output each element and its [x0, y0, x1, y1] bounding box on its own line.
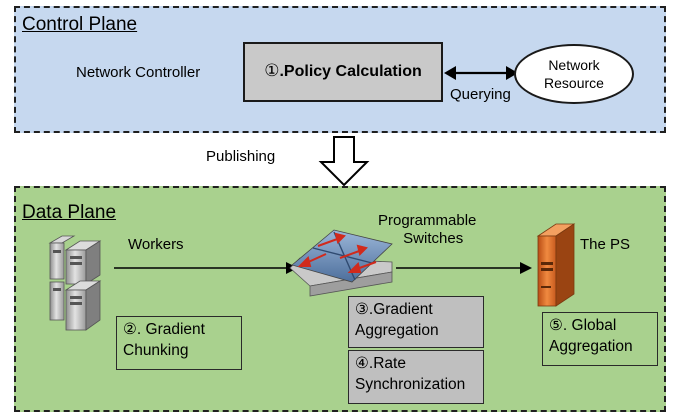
gradient-chunking-box: ②. Gradient Chunking: [116, 316, 242, 370]
network-controller-label: Network Controller: [76, 64, 201, 81]
switches-label: Programmable Switches: [378, 212, 476, 248]
rate-synchronization-line2: Synchronization: [355, 375, 466, 393]
data-plane-title: Data Plane: [22, 202, 117, 223]
rate-synchronization-box: ④.Rate Synchronization: [348, 350, 484, 404]
control-plane-title: Control Plane: [22, 14, 138, 35]
ps-label: The PS: [580, 236, 631, 253]
workers-label: Workers: [128, 236, 184, 253]
gradient-chunking-line2: Chunking: [123, 341, 189, 359]
network-resource-line1: Network: [548, 57, 600, 73]
network-resource-ellipse: Network Resource: [514, 44, 634, 104]
network-resource-line2: Resource: [544, 75, 604, 92]
policy-calculation-box: ①.Policy Calculation: [243, 42, 443, 102]
global-aggregation-line1: ⑤. Global: [549, 317, 617, 334]
global-aggregation-line2: Aggregation: [549, 337, 633, 355]
publishing-label: Publishing: [206, 148, 276, 165]
policy-step-number: ①: [264, 61, 280, 80]
rate-synchronization-line1: ④.Rate: [355, 355, 406, 372]
gradient-aggregation-line2: Aggregation: [355, 321, 439, 339]
switches-label-line1: Programmable: [378, 212, 477, 229]
gradient-aggregation-box: ③.Gradient Aggregation: [348, 296, 484, 348]
policy-calculation-label: .Policy Calculation: [279, 63, 422, 80]
global-aggregation-box: ⑤. Global Aggregation: [542, 312, 658, 366]
gradient-chunking-line1: ②. Gradient: [123, 321, 205, 338]
switches-label-line2: Switches: [403, 230, 464, 247]
gradient-aggregation-line1: ③.Gradient: [355, 301, 433, 318]
querying-label: Querying: [450, 86, 511, 103]
